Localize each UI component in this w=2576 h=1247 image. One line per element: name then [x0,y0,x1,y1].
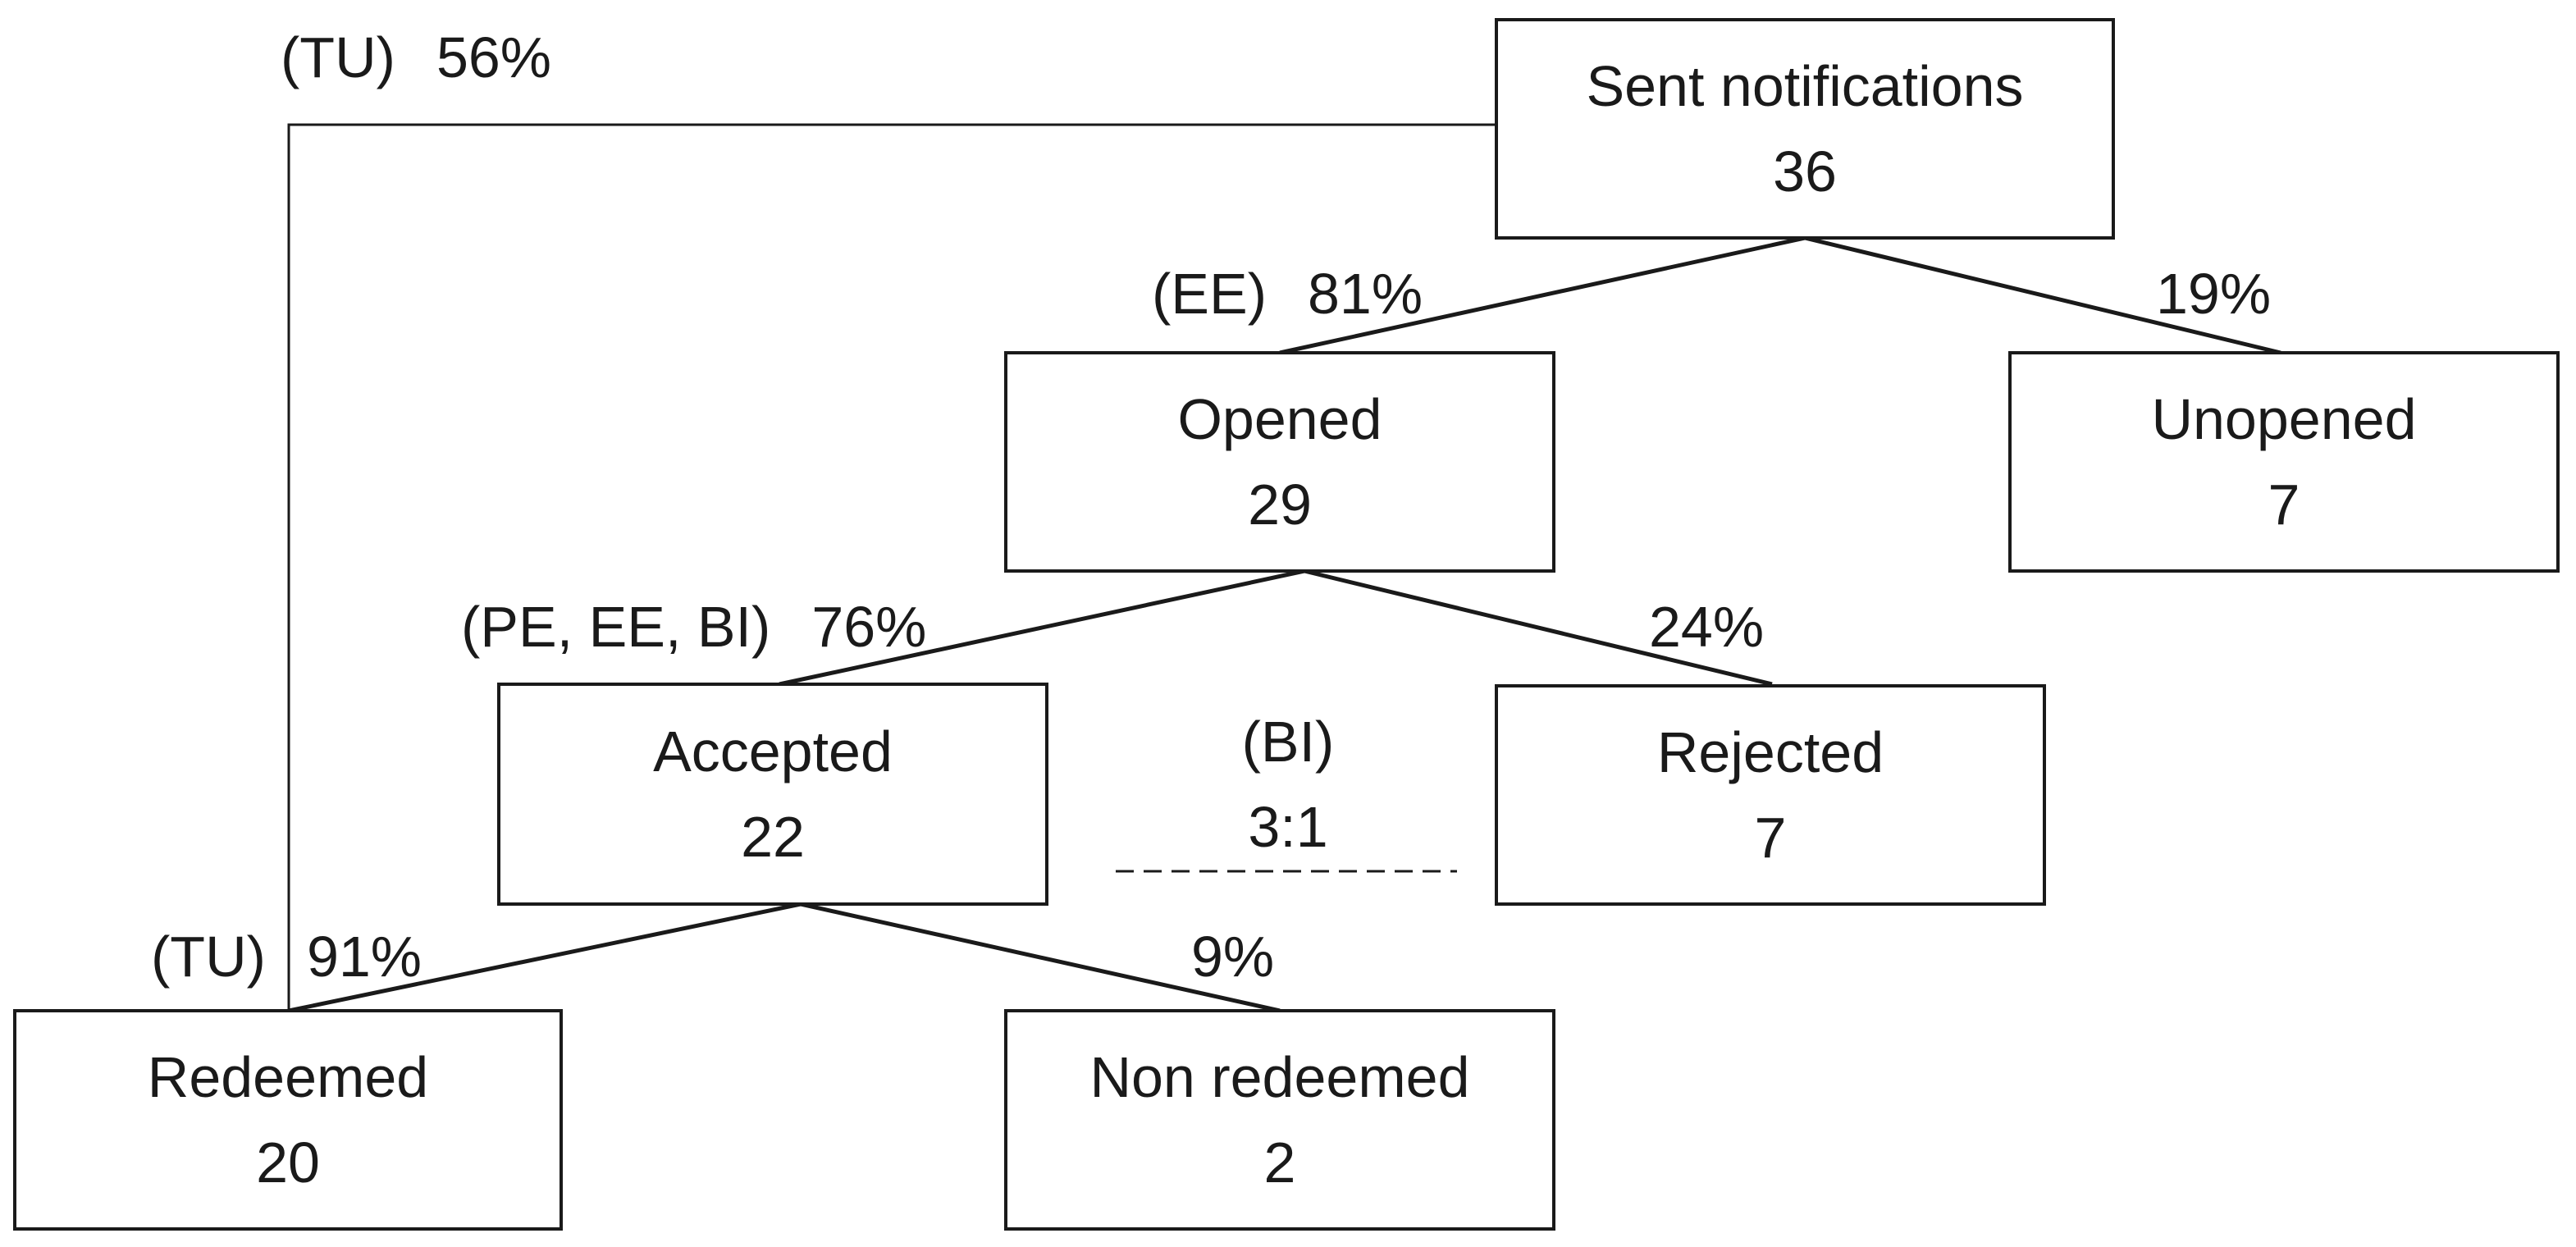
edge-label-sent-unopened: 19% [2156,261,2271,327]
connector-opened-to-rejected [1304,569,1773,687]
node-count: 7 [1754,806,1787,870]
edge-label-opened-rejected: 24% [1649,594,1764,660]
connector-accepted-to-non-redeemed [800,902,1281,1013]
node-name: Rejected [1656,720,1884,784]
edge-percent: 91% [306,925,422,989]
edge-percent: 56% [436,25,552,89]
connector-sent-to-redeemed [287,123,1495,1011]
node-non-redeemed: Non redeemed 2 [1004,1009,1555,1231]
connector-sent-to-unopened [1804,235,2281,355]
edge-label-accepted-redeemed: (TU) 91% [151,924,422,989]
node-name: Sent notifications [1586,54,2024,118]
node-accepted: Accepted 22 [497,683,1048,906]
edge-percent: 9% [1191,925,1275,989]
edge-label-sent-redeemed: (TU) 56% [281,25,551,90]
node-count: 22 [741,805,805,869]
edge-tag: (TU) [151,925,266,989]
node-sent-notifications: Sent notifications 36 [1495,18,2115,240]
edge-percent: 24% [1649,595,1765,659]
edge-tag: (EE) [1152,262,1267,326]
edge-percent: 81% [1308,262,1423,326]
node-redeemed: Redeemed 20 [13,1009,563,1231]
node-count: 7 [2268,473,2300,537]
connector-accepted-to-redeemed [288,902,802,1013]
edge-tag: (TU) [281,25,395,89]
node-count: 2 [1263,1131,1296,1194]
node-rejected: Rejected 7 [1495,684,2046,906]
connector-sent-to-opened [1279,235,1806,355]
ratio-annotation: (BI) 3:1 [1165,699,1411,870]
node-name: Accepted [653,719,893,783]
node-count: 36 [1773,139,1837,203]
ratio-value: 3:1 [1248,795,1328,859]
node-count: 20 [256,1131,320,1194]
ratio-tag: (BI) [1241,710,1335,774]
node-count: 29 [1248,473,1312,537]
node-name: Redeemed [147,1045,429,1109]
connector-opened-to-accepted [779,569,1305,687]
node-opened: Opened 29 [1004,351,1555,573]
edge-label-accepted-non-redeemed: 9% [1191,924,1274,989]
edge-tag: (PE, EE, BI) [461,595,771,659]
node-name: Non redeemed [1089,1045,1470,1109]
node-name: Unopened [2151,387,2417,451]
edge-percent: 19% [2156,262,2272,326]
edge-label-opened-accepted: (PE, EE, BI) 76% [461,594,926,660]
node-unopened: Unopened 7 [2008,351,2560,573]
edge-label-sent-opened: (EE) 81% [1152,261,1423,327]
node-name: Opened [1177,387,1382,451]
edge-percent: 76% [811,595,927,659]
